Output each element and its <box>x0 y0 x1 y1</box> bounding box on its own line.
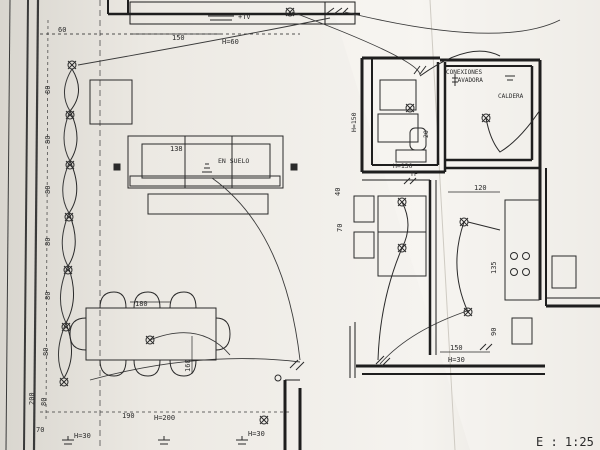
floor-outlet-right <box>290 163 298 171</box>
dining-chair <box>69 317 87 351</box>
ceiling-light <box>67 60 77 70</box>
dimension-138: 138 <box>170 145 183 153</box>
h30-kitchen: H=30 <box>448 356 465 364</box>
dimension-160: 160 <box>184 359 192 372</box>
dimension-150-top: 150 <box>172 34 185 42</box>
h200-label: H=200 <box>154 414 175 422</box>
left-margin-lines <box>5 0 101 450</box>
chair <box>353 195 375 223</box>
dining-chair <box>99 359 127 377</box>
dining-chair <box>169 359 197 377</box>
floor-outlet-left <box>113 163 121 171</box>
dimension-60-left: 60 <box>58 26 66 34</box>
spacing-label: 80 <box>42 348 50 356</box>
left-spacing-dimensions: 80 80 80 80 80 80 80 <box>40 86 52 406</box>
top-wall <box>40 0 360 35</box>
dimension-120: 120 <box>474 184 487 192</box>
bath-light <box>405 103 415 113</box>
dining-chair <box>133 291 161 309</box>
dining-table <box>85 307 217 361</box>
conexiones-label: CONEXIONES <box>446 69 483 76</box>
bath-switch <box>413 65 427 75</box>
wiring-arcs <box>77 11 561 381</box>
tf-label: TF <box>410 170 418 178</box>
hob-burner <box>510 268 518 276</box>
spacing-label: 80 <box>44 186 52 194</box>
h150-vertical: H=150 <box>350 112 358 132</box>
bathroom-walls <box>360 56 447 174</box>
entrance-wall <box>283 322 356 450</box>
floor-outlet-symbol <box>202 163 212 173</box>
h30-bottom-left: H=30 <box>74 432 91 440</box>
dimension-190: 190 <box>122 412 135 420</box>
pendant-light <box>145 335 155 345</box>
h60-label: H=60 <box>222 38 239 46</box>
laundry-walls <box>440 58 542 170</box>
h130-label: H=130 <box>393 162 413 170</box>
dimension-70: 70 <box>336 224 344 232</box>
light-wiring-right <box>63 68 79 379</box>
desk <box>377 195 427 277</box>
hob-burner <box>522 252 530 260</box>
dimension-200: 200 <box>28 392 36 405</box>
kitchen-fridge <box>551 255 577 289</box>
dining-chair <box>133 359 161 377</box>
sink <box>395 149 427 163</box>
chair <box>353 231 375 259</box>
spacing-label: 80 <box>44 86 52 94</box>
boiler-outlet <box>505 75 515 81</box>
spacing-label: 80 <box>44 136 52 144</box>
oven <box>511 317 533 345</box>
tv-label: +TV <box>238 13 251 21</box>
tv-socket-symbol <box>208 15 234 21</box>
shower-tray <box>379 79 417 111</box>
bottom-switch <box>259 415 269 425</box>
bedroom-furniture <box>353 177 427 361</box>
lavadora-label: LAVADORA <box>454 77 483 84</box>
sofa-seat <box>141 143 271 179</box>
dining-chair <box>169 291 197 309</box>
dimension-180: 180 <box>135 300 148 308</box>
en-suelo-label: EN SUELO <box>218 157 249 165</box>
bottom-sockets <box>62 436 248 445</box>
dimension-70-bottom: 70 <box>36 426 44 434</box>
hob-burner <box>510 252 518 260</box>
kitchen-walls <box>538 168 600 308</box>
corridor-walls <box>356 179 545 375</box>
sofa <box>127 135 284 189</box>
scale-label: E : 1:25 <box>536 435 594 449</box>
dining-chair <box>99 291 127 309</box>
dimension-150-kitchen: 150 <box>450 344 463 352</box>
tv-unit <box>147 193 269 215</box>
dining-chair <box>215 317 231 351</box>
caldera-label: CALDERA <box>498 93 524 100</box>
laundry-fixtures <box>419 50 541 153</box>
dimension-40: 40 <box>334 188 342 196</box>
dimension-90: 90 <box>490 328 498 336</box>
living-furniture <box>89 79 298 215</box>
washer-connection <box>452 74 458 86</box>
spacing-label: 80 <box>40 398 48 406</box>
kitchen-fixtures <box>456 199 577 351</box>
dining-area <box>69 291 231 377</box>
spacing-label: 80 <box>44 292 52 300</box>
sofa-back <box>129 175 281 187</box>
kitchen-counter <box>504 199 540 301</box>
bathroom-fixtures <box>377 65 427 163</box>
h30-bottom-mid: H=30 <box>248 430 265 438</box>
dimension-135: 135 <box>490 261 498 274</box>
spacing-label: 80 <box>44 238 52 246</box>
switch-top <box>285 7 349 17</box>
left-light-column <box>58 60 79 387</box>
hob-burner <box>522 268 530 276</box>
dimension-20-wc: 20 <box>422 130 430 138</box>
corridor-switch <box>375 355 391 367</box>
entrance-switches <box>274 359 305 382</box>
armchair <box>89 79 133 125</box>
